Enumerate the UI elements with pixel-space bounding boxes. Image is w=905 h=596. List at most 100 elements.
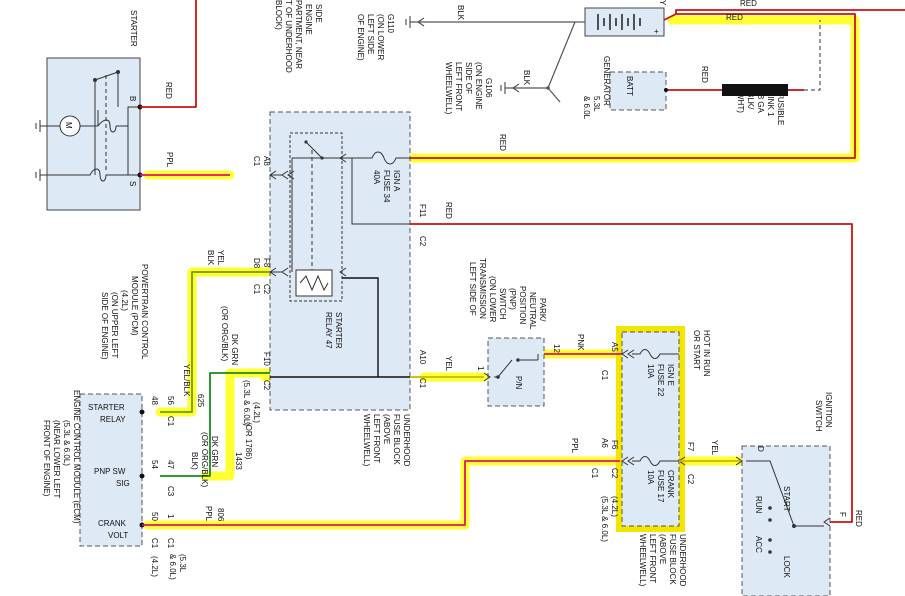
label-fusible-0: FUSIBLE [776, 92, 785, 125]
pnp-title-7: LEFT SIDE OF [468, 262, 477, 316]
wire-label-red-b: RED [164, 82, 173, 99]
fuse22-2: 10A [646, 364, 655, 379]
pcm-pin-50: 50 [150, 512, 159, 521]
wire-label-dkgrn-1: DK GRN [230, 334, 239, 365]
ign-lock: LOCK [782, 556, 791, 578]
uh-pin-d8: D8 [252, 258, 261, 269]
wire-label-yel-blk-top: YEL [216, 250, 225, 266]
uh-pin-f8: F8 [262, 258, 271, 268]
pnp-pin-1: 1 [476, 366, 485, 371]
wire-label-blk-g110: BLK [456, 5, 465, 21]
pcm-pin-48: 48 [150, 396, 159, 405]
ign-acc: ACC [754, 536, 763, 553]
pcm-title-1: MODULE (PCM) [130, 276, 139, 336]
hr-fb-3: LEFT FRONT [648, 534, 657, 583]
ign-run: RUN [754, 496, 763, 514]
pcm-variant-5360-top: (5.3L [178, 554, 187, 573]
pcm-title-4: SIDE OF ENGINE) [100, 292, 109, 360]
hr-pin-a5: A5 [610, 342, 619, 352]
hr-variant-42: (4.2L) [610, 496, 619, 517]
uh-pin-c1a: C1 [252, 156, 261, 167]
uh-name-0: UNDERHOOD [402, 414, 411, 467]
wire-label-dkgrn-2: DK GRN [210, 436, 219, 467]
ign-title-1: SWITCH [814, 400, 823, 432]
uh-variant-42: (4.2L) [252, 402, 261, 423]
wire-label-blk-top: BLK [206, 250, 215, 266]
hr-pin-f6: F6 [610, 440, 619, 450]
pnp-switch: P/N 1 12 PARK/ NEUTRAL POSITION (PNP) SW… [468, 258, 561, 407]
fuse17-2: 10A [646, 470, 655, 485]
label-fusible-1: LINK 1 [766, 92, 775, 117]
pnp-title-0: PARK/ [538, 298, 547, 322]
fuse17-1: FUSE 17 [656, 470, 665, 503]
pcm-crank-1: VOLT [108, 531, 128, 540]
label-g110-3: OF ENGINE) [356, 14, 365, 61]
uh-pin-c2b: C2 [262, 380, 271, 391]
wire-label-red-top2: RED [740, 0, 757, 8]
ignition-switch: IGNITION SWITCH D F START RUN ACC LOCK [735, 392, 847, 596]
label-g106-3: LEFT FRONT [454, 62, 463, 111]
label-side-engine-1: ENGINE [304, 4, 313, 35]
pnp-title-6: TRANSMISSION [478, 258, 487, 319]
battery-y: Y [658, 0, 667, 6]
uh-pin-c2c: C2 [418, 236, 427, 247]
label-fusible-4: WHT) [736, 92, 745, 113]
pcm-ecm: POWERTRAIN CONTROL MODULE (PCM) (4.2L) (… [42, 264, 187, 580]
hr-fb-1: FUSE BLOCK [668, 534, 677, 585]
ecm-3: FRONT OF ENGINE) [42, 420, 51, 497]
starter-term-b: B [128, 96, 137, 101]
wire-label-red-f: RED [854, 510, 863, 527]
batt-label: BATT [625, 76, 634, 96]
pcm-pin-c1c: C1 [166, 538, 175, 549]
starter: STARTER M B S [35, 10, 143, 211]
wire-label-blk-g106: BLK [522, 70, 531, 86]
label-fusible-2: (8 GA [756, 92, 765, 114]
label-generator-1: 5.3L [592, 96, 601, 112]
wire-label-or-org: (OR ORG/BLK) [220, 306, 229, 361]
pcm-pin-54: 54 [150, 460, 159, 469]
uh-pin-c1c: C1 [418, 378, 427, 389]
wire-label-or-org-2: (OR ORG/BLK) [200, 432, 209, 487]
hot-run-0: HOT IN RUN [702, 330, 711, 377]
uh-pin-f10: F10 [262, 352, 271, 366]
fuse17-0: CRANK [666, 470, 675, 499]
pcm-pin-c1b: C1 [150, 538, 159, 549]
pnp-title-2: POSITION [518, 286, 527, 324]
uh-pin-c2a: C2 [262, 284, 271, 295]
hr-pin-c2b: C2 [686, 474, 695, 485]
starter-term-s: S [128, 181, 137, 186]
label-g106-2: SIDE OF [464, 62, 473, 94]
uh-name-2: (ABOVE [382, 414, 391, 444]
pnp-title-4: SWITCH [498, 288, 507, 320]
battery-plus: + [654, 27, 659, 36]
pcm-starter-relay-1: RELAY [100, 415, 126, 424]
wire-yel-blk [160, 271, 270, 413]
uh-pin-f11: F11 [418, 204, 427, 218]
wire-label-red-top: RED [726, 13, 743, 22]
wire-ppl-crank [142, 460, 620, 526]
battery: + Y [575, 0, 667, 37]
uh-pin-a10: A10 [418, 350, 427, 365]
label-g106-0: G106 [484, 78, 493, 98]
top-labels: SIDE ENGINE PARTMENT, NEAR T OF UNDERHOO… [274, 0, 785, 125]
wire-label-ppl-806: 806 [216, 508, 225, 522]
label-g106-4: WHEELWELL) [444, 62, 453, 115]
wire-battery-red-main [410, 13, 856, 159]
wire-label-blk-paren: BLK) [190, 452, 199, 470]
wire-label-ppl-crank: PPL [204, 506, 213, 522]
pnp-pin-12: 12 [552, 344, 561, 353]
pcm-title-2: (4.2L) [120, 290, 129, 311]
ecm-2: (NEAR LOWER LEFT [52, 420, 61, 498]
wire-label-625: 625 [196, 394, 205, 408]
wire-label-red-batt: RED [700, 66, 709, 83]
label-side-engine-3: T OF UNDERHOOD [284, 0, 293, 73]
pcm-title-0: POWERTRAIN CONTROL [140, 264, 149, 360]
hr-fb-2: (ABOVE [658, 534, 667, 564]
label-g110-2: LEFT SIDE [366, 14, 375, 54]
pnp-title-3: (PNP) [508, 288, 517, 310]
ground-g106: BLK [500, 21, 576, 103]
wire-label-yel-blk: YEL/BLK [182, 364, 191, 397]
pcm-variant-42-short: (4.2L) [150, 556, 159, 577]
ecm-1: (5.3L & 6.0L) [62, 420, 71, 466]
uh-name-1: FUSE BLOCK [392, 414, 401, 465]
